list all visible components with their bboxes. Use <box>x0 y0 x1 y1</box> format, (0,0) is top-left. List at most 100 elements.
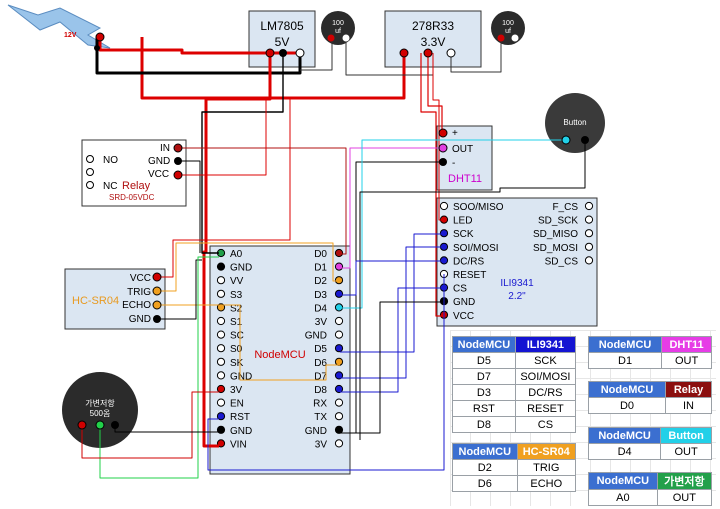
wire-relay-gnd <box>178 160 201 253</box>
nodemcu-left-pin-label: GND <box>230 426 252 437</box>
pot-label-2: 500옴 <box>90 409 111 418</box>
relay-model: SRD-05VDC <box>109 193 155 202</box>
hcsr-table-cell: D2 <box>452 459 518 476</box>
nodemcu-right-pin-label: D1 <box>314 263 327 274</box>
hcsr04-vcc: VCC <box>130 273 151 284</box>
nodemcu-right-pin-dot <box>334 384 344 394</box>
nodemcu-right-pin-label: D2 <box>314 276 327 287</box>
ili-left-pin-label: VCC <box>453 311 474 322</box>
pot-table-header: NodeMCU <box>588 472 658 490</box>
nodemcu-box <box>209 245 351 475</box>
wire-ili-mosi <box>340 246 444 379</box>
nodemcu-right-pin-dot <box>334 303 344 312</box>
ili-table-cell: SOI/MOSI <box>514 368 577 385</box>
nodemcu-right-pin-dot <box>334 439 344 448</box>
nodemcu-right-pin-dot <box>334 398 344 407</box>
nodemcu-right-pin-label: D8 <box>314 385 327 396</box>
ili-table-header: ILI9341 <box>514 336 577 353</box>
dht-table-header: NodeMCU <box>587 336 663 353</box>
button-label: Button <box>563 118 586 127</box>
ili-table-cell: RESET <box>514 400 577 417</box>
dht11-pin-minus: - <box>452 158 455 169</box>
ili-left-pin-label: CS <box>453 284 467 295</box>
ili-left-pin-dot <box>439 229 449 238</box>
cap2-unit: uf <box>505 28 511 35</box>
ili-left-pin-label: LED <box>453 216 472 227</box>
button-table-cell: D4 <box>587 443 662 460</box>
nodemcu-left-pin-dot <box>216 289 226 298</box>
ili-left-pin-label: SOO/MISO <box>453 202 504 213</box>
nodemcu-right-pin-dot <box>334 412 344 421</box>
ili9341-box <box>436 197 598 327</box>
regulator-33-voltage: 3.3V <box>421 35 446 49</box>
nodemcu-left-pin-dot <box>216 439 226 448</box>
relay-vcc: VCC <box>148 169 169 180</box>
pot-table-cell: A0 <box>588 489 658 506</box>
ili-table-cell: D8 <box>452 416 516 433</box>
pot-table-header: 가변저항 <box>656 472 713 490</box>
relay-table-cell: IN <box>665 397 712 414</box>
ili-right-pin-label: SD_SCK <box>538 216 578 227</box>
ili-table-cell: SCK <box>514 352 577 369</box>
ili-left-pin-label: SOI/MOSI <box>453 243 499 254</box>
ili-right-pin-dot <box>584 201 594 211</box>
nodemcu-right-pin-label: D7 <box>314 371 327 382</box>
nodemcu-left-pin-label: EN <box>230 399 244 410</box>
dht11-pin-out: OUT <box>452 144 473 155</box>
lm7805-name: LM7805 <box>260 19 304 33</box>
relay-table-header: NodeMCU <box>587 381 667 398</box>
nodemcu-left-pin-dot <box>216 344 226 353</box>
button-table-header: NodeMCU <box>587 427 662 444</box>
relay-table-cell: D0 <box>587 397 667 414</box>
wires <box>81 37 586 479</box>
relay-gnd: GND <box>148 156 170 167</box>
ili-right-pin-label: SD_MOSI <box>533 243 578 254</box>
wire-3v3 <box>420 53 444 317</box>
nodemcu-label: NodeMCU <box>254 349 305 361</box>
hcsr04-trig: TRIG <box>127 287 151 298</box>
supply-label: 12V <box>64 32 77 39</box>
dht11-box <box>436 125 493 191</box>
relay-table-header: Relay <box>665 381 712 398</box>
dht11-label: DHT11 <box>448 173 482 185</box>
nodemcu-left-pin-dot <box>216 316 226 326</box>
wire-3v3-dht <box>427 53 443 133</box>
ili-right-pin-dot <box>584 229 594 238</box>
nodemcu-right-pin-label: D0 <box>314 249 327 260</box>
cap1-unit: uf <box>335 28 341 35</box>
wire-cap2 <box>450 38 502 73</box>
wire-relay-in <box>178 147 347 255</box>
dht-table-cell: OUT <box>661 352 712 369</box>
pot-table-cell: OUT <box>656 489 713 506</box>
nodemcu-left-pin-dot <box>216 330 226 339</box>
cap1-value: 100 <box>332 20 344 27</box>
wire-ili-gnd <box>340 301 444 434</box>
lm7805-box <box>248 10 316 68</box>
hcsr-table-cell: TRIG <box>516 459 577 476</box>
nodemcu-left-pin-label: GND <box>230 371 252 382</box>
nodemcu-left-pin-dot <box>216 371 226 380</box>
pot-label-1: 가변저항 <box>85 398 115 408</box>
nodemcu-left-pin-label: S0 <box>230 344 243 355</box>
ili-right-pin-dot <box>584 256 594 265</box>
ili-table-cell: D3 <box>452 384 516 401</box>
wire-ili-dc <box>340 260 444 296</box>
hcsr-table-cell: D6 <box>452 475 518 492</box>
nodemcu-left-pin-dot <box>216 357 226 366</box>
ili-table-cell: CS <box>514 416 577 433</box>
nodemcu-left-pin-dot <box>216 384 226 394</box>
hcsr-table-header: HC-SR04 <box>516 443 577 460</box>
wire-ili-reset <box>207 274 445 471</box>
